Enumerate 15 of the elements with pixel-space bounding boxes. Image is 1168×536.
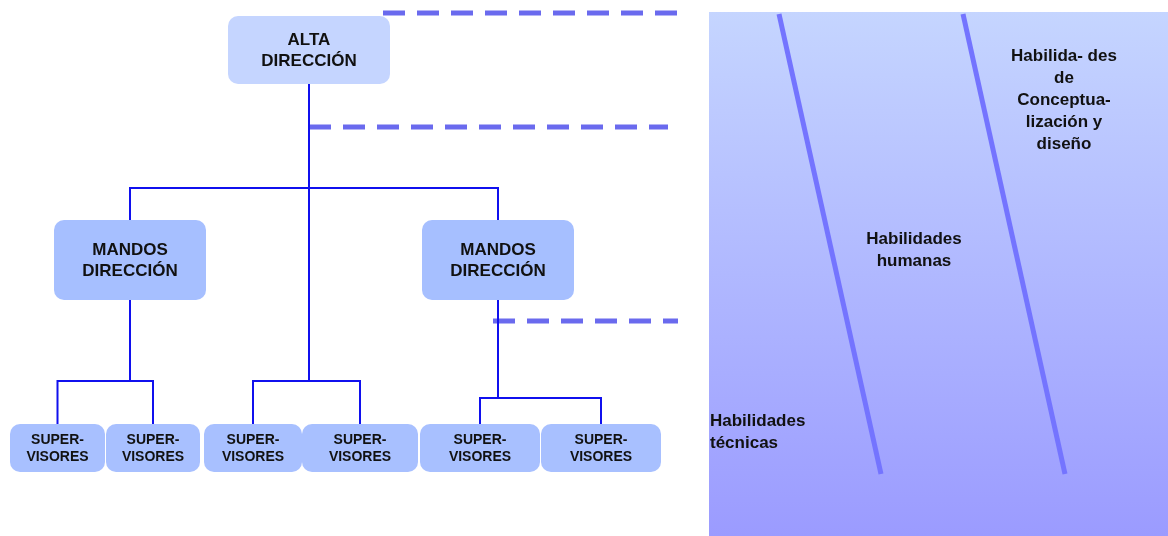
skill-label: Habilidades humanas [865, 228, 963, 272]
supervisor-box: SUPER- VISORES [420, 424, 540, 472]
supervisor-box: SUPER- VISORES [302, 424, 418, 472]
connector-line [497, 299, 602, 425]
supervisor-box: SUPER- VISORES [10, 424, 105, 472]
skills-panel [709, 12, 1168, 536]
skill-label: Habilida- des de Conceptua- lización y diseño [1010, 45, 1118, 155]
supervisor-box: SUPER- VISORES [204, 424, 302, 472]
top-management-box: ALTA DIRECCIÓN [228, 16, 390, 84]
middle-management-box: MANDOS DIRECCIÓN [54, 220, 206, 300]
connector-line [129, 299, 154, 425]
skill-label: Habilidades técnicas [710, 410, 807, 454]
supervisor-box: SUPER- VISORES [106, 424, 200, 472]
supervisor-box: SUPER- VISORES [541, 424, 661, 472]
middle-management-box: MANDOS DIRECCIÓN [422, 220, 574, 300]
